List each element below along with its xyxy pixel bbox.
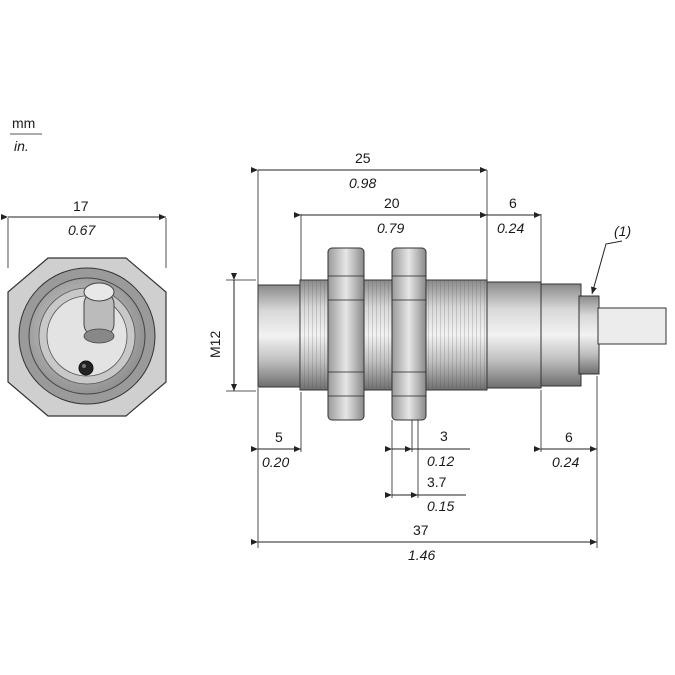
led-indicator-icon	[78, 360, 94, 376]
sensing-face	[257, 284, 303, 388]
dim-37-overall-in: 1.46	[408, 547, 435, 563]
rear-cap	[540, 283, 582, 387]
front-view: 17 0.67	[1, 198, 167, 417]
front-width-in: 0.67	[68, 222, 96, 238]
dim-6-bottom-in: 0.24	[552, 454, 579, 470]
dim-25-in: 0.98	[349, 175, 376, 191]
rear-body	[486, 281, 542, 389]
dim-20-mm: 20	[384, 195, 400, 211]
sensor-pin-icon	[83, 282, 115, 344]
thread-label: M12	[207, 331, 223, 358]
callout-label: (1)	[614, 223, 631, 239]
dim-6-top-in: 0.24	[497, 220, 524, 236]
dim-37-mm: 3.7	[427, 474, 447, 490]
dim-6-top-mm: 6	[509, 195, 517, 211]
dim-5-mm: 5	[275, 429, 283, 445]
dim-3-in: 0.12	[427, 453, 454, 469]
unit-mm: mm	[12, 115, 35, 131]
front-width-mm: 17	[73, 198, 89, 214]
dim-37-overall-mm: 37	[413, 522, 429, 538]
dim-37-in: 0.15	[427, 498, 454, 514]
dim-20-in: 0.79	[377, 220, 404, 236]
lock-nut-left	[327, 247, 365, 421]
dim-5-in: 0.20	[262, 454, 289, 470]
dim-25-mm: 25	[355, 150, 371, 166]
dim-3-mm: 3	[440, 428, 448, 444]
side-view: 25 0.98 20 0.79 6 0.24 (1) M12	[207, 150, 667, 563]
units-legend: mm in.	[10, 115, 42, 154]
dim-6-bottom-mm: 6	[565, 429, 573, 445]
unit-in: in.	[14, 138, 29, 154]
cable	[597, 307, 667, 345]
lock-nut-right	[391, 247, 427, 421]
